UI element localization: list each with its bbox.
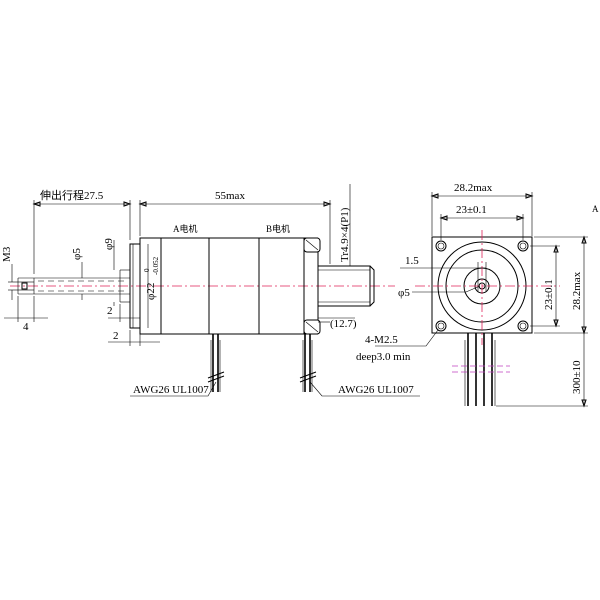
label-wire-left: AWG26 UL1007 (133, 384, 209, 396)
label-phi5-right: φ5 (398, 287, 410, 299)
label-23-side: 23±0.1 (543, 279, 555, 310)
extended-shaft (17, 269, 130, 303)
label-28-2-width: 28.2max (454, 182, 493, 194)
label-tol-lower: -0.052 (152, 256, 160, 275)
label-dim-4: 4 (23, 321, 29, 333)
wire-break-a (207, 371, 225, 383)
label-12-7: (12.7) (330, 318, 357, 330)
nut-bottom (303, 319, 321, 335)
lead-wires-a (210, 334, 221, 392)
label-wire-right: AWG26 UL1007 (338, 384, 414, 396)
label-1-5: 1.5 (405, 255, 419, 267)
label-4-m2-5: 4-M2.5 (365, 334, 398, 346)
label-300: 300±10 (571, 360, 583, 394)
label-extension-stroke: 伸出行程27.5 (40, 188, 104, 202)
label-phi9: φ9 (103, 238, 115, 250)
m25-leader (375, 329, 439, 347)
nut-top (303, 237, 321, 253)
mounting-holes (435, 240, 529, 332)
front-lead-wires (464, 333, 496, 406)
label-tol-upper: 0 (143, 268, 151, 272)
label-motor-b: B电机 (266, 223, 290, 234)
front-view (375, 192, 588, 408)
label-dim-2-upper: 2 (107, 305, 113, 317)
label-phi5-left: φ5 (71, 248, 83, 260)
wire-leader-left (130, 381, 217, 397)
label-55max: 55max (215, 190, 245, 202)
label-motor-a: A电机 (173, 223, 198, 234)
label-23-top: 23±0.1 (456, 204, 487, 216)
label-phi22: φ22 (145, 283, 157, 300)
lead-screw (317, 265, 371, 307)
label-28-2-height: 28.2max (571, 271, 583, 310)
wire-break-b (299, 371, 317, 383)
m3-thread-end (21, 282, 28, 290)
wire-leader-right (309, 381, 420, 397)
phi5-leader (412, 285, 481, 293)
label-dim-2-lower: 2 (113, 330, 119, 342)
label-corner-a: A (592, 204, 599, 214)
label-deep: deep3.0 min (356, 351, 411, 363)
lead-wires-b (302, 334, 313, 392)
label-m3: M3 (1, 246, 13, 262)
side-view (4, 184, 420, 397)
label-lead-screw: Tr4.9×4(P1) (339, 207, 351, 262)
